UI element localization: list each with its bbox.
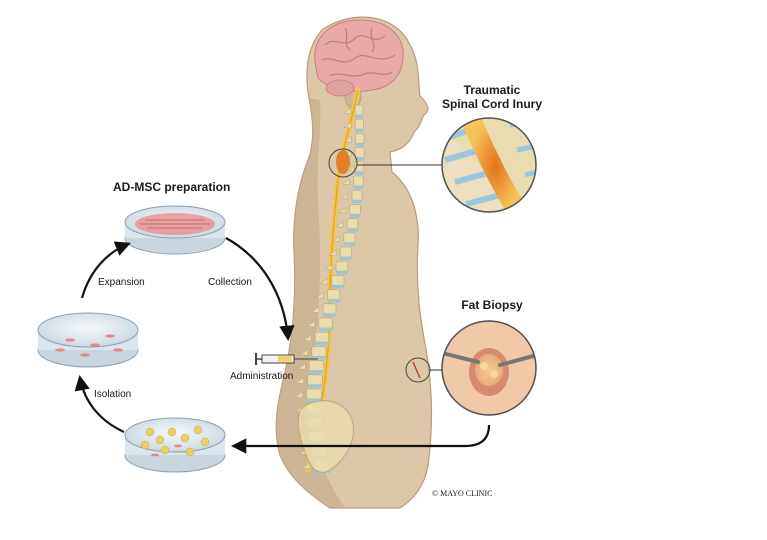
prep-title: AD-MSC preparation bbox=[113, 180, 231, 194]
spinous-process bbox=[303, 334, 312, 342]
dish-expansion bbox=[124, 205, 226, 255]
intervertebral-disc bbox=[340, 257, 352, 260]
spinous-process bbox=[324, 263, 333, 271]
intervertebral-disc bbox=[318, 328, 333, 331]
vertebra bbox=[354, 133, 365, 144]
spinous-process bbox=[307, 320, 316, 328]
spinous-process bbox=[300, 348, 309, 356]
spinous-process bbox=[328, 249, 337, 257]
arrow-isolation bbox=[74, 374, 125, 433]
arrow-biopsy-to-dish bbox=[230, 424, 491, 454]
dish-biopsy-tissue bbox=[124, 417, 226, 473]
vertebra bbox=[339, 246, 353, 258]
intervertebral-disc bbox=[355, 157, 365, 161]
vertebra bbox=[349, 204, 361, 215]
administration-label: Administration bbox=[230, 371, 294, 382]
spinous-process bbox=[311, 306, 320, 314]
intervertebral-disc bbox=[331, 285, 345, 289]
spinous-process bbox=[343, 107, 352, 115]
intervertebral-disc bbox=[311, 356, 327, 360]
spinous-process bbox=[340, 192, 349, 200]
intervertebral-disc bbox=[355, 129, 364, 133]
dish-isolation-expansion bbox=[37, 312, 139, 368]
injury-site bbox=[336, 150, 350, 174]
intervertebral-disc bbox=[306, 399, 322, 402]
spinous-process bbox=[320, 277, 328, 285]
syringe bbox=[255, 353, 318, 365]
vertebra bbox=[307, 374, 323, 386]
biopsy-callout bbox=[405, 320, 537, 416]
intervertebral-disc bbox=[347, 228, 358, 232]
vertebra bbox=[354, 104, 364, 116]
vertebra bbox=[314, 331, 330, 343]
intervertebral-disc bbox=[336, 271, 348, 275]
human-body bbox=[275, 16, 433, 509]
vertebra bbox=[322, 303, 337, 315]
vertebra bbox=[354, 161, 365, 173]
spinous-process bbox=[343, 121, 352, 129]
vertebra bbox=[306, 388, 323, 400]
intervertebral-disc bbox=[343, 242, 356, 246]
intervertebral-disc bbox=[309, 370, 324, 374]
intervertebral-disc bbox=[315, 342, 329, 346]
vertebra bbox=[343, 232, 356, 244]
spinous-process bbox=[297, 363, 306, 370]
intervertebral-disc bbox=[355, 115, 363, 118]
expansion-label: Expansion bbox=[98, 277, 145, 288]
intervertebral-disc bbox=[351, 200, 363, 204]
spinous-process bbox=[302, 462, 311, 470]
copyright: © MAYO CLINIC bbox=[432, 489, 493, 498]
vertebra bbox=[354, 118, 364, 130]
vertebra bbox=[335, 260, 349, 272]
vertebra bbox=[309, 360, 325, 371]
cerebellum bbox=[325, 79, 355, 97]
intervertebral-disc bbox=[349, 214, 361, 218]
arrow-expansion bbox=[80, 241, 131, 299]
arrow-collection bbox=[225, 237, 295, 342]
injury-title-line1: Traumatic bbox=[463, 83, 521, 97]
intervertebral-disc bbox=[354, 171, 364, 175]
spinous-process bbox=[338, 206, 347, 214]
spinous-process bbox=[343, 135, 352, 143]
injury-title-line2: Spinal Cord Inury bbox=[441, 97, 542, 111]
spinous-process bbox=[295, 377, 304, 385]
spinous-process bbox=[335, 221, 344, 228]
intervertebral-disc bbox=[327, 299, 340, 303]
injury-callout bbox=[328, 117, 537, 213]
vertebra bbox=[331, 275, 345, 286]
vertebra bbox=[346, 218, 359, 229]
spinous-process bbox=[294, 391, 303, 399]
vertebra bbox=[354, 147, 365, 158]
isolation-label: Isolation bbox=[94, 389, 132, 400]
spinous-process bbox=[341, 178, 350, 186]
intervertebral-disc bbox=[307, 384, 323, 388]
spinous-process bbox=[332, 235, 341, 243]
vertebra bbox=[311, 346, 327, 357]
intervertebral-disc bbox=[355, 143, 365, 147]
intervertebral-disc bbox=[322, 313, 337, 317]
vertebra bbox=[351, 189, 363, 201]
spinous-process bbox=[315, 292, 324, 299]
collection-label: Collection bbox=[208, 277, 252, 288]
vertebra bbox=[353, 175, 364, 187]
intervertebral-disc bbox=[353, 186, 364, 189]
back-shadow bbox=[276, 98, 345, 508]
biopsy-title: Fat Biopsy bbox=[461, 298, 523, 312]
vertebra bbox=[327, 289, 341, 300]
vertebra bbox=[318, 317, 333, 329]
